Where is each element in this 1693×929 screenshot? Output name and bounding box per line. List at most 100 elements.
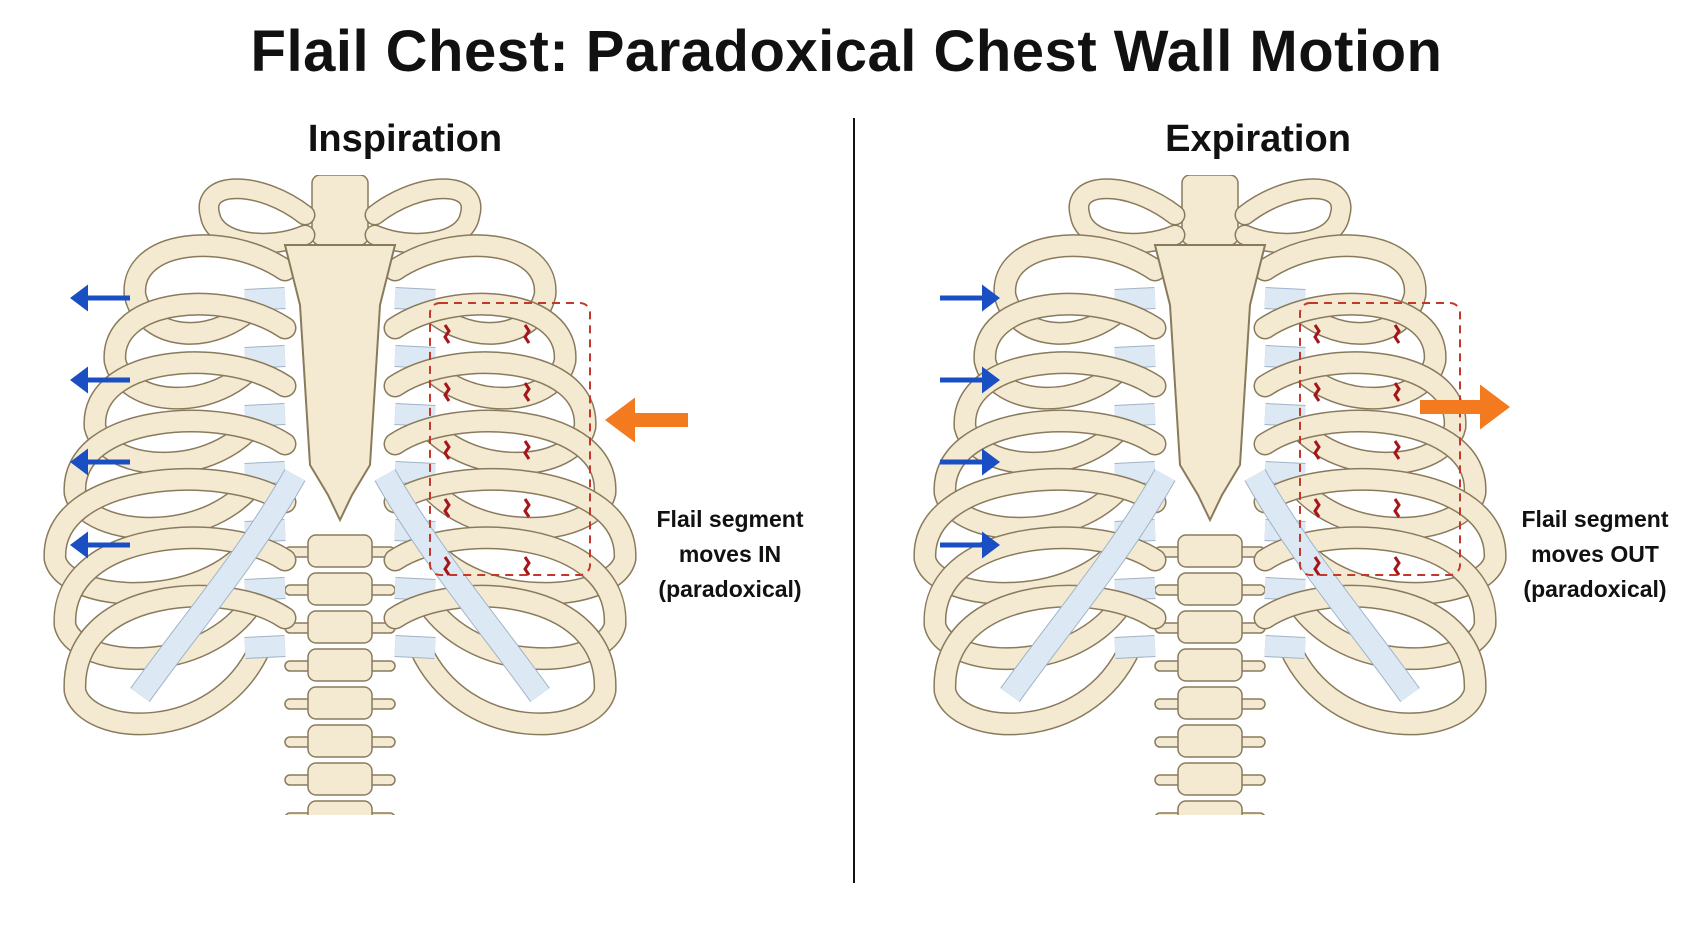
expiration-rib-left-3 (954, 352, 1165, 474)
expiration-rib-left-6 (924, 527, 1165, 669)
inspiration-fracture-mark-4-1 (443, 498, 451, 518)
expiration-first-rib-right (1236, 179, 1351, 253)
inspiration-rib-left-3 (84, 352, 295, 474)
expiration-fracture-mark-1-2 (1393, 324, 1401, 344)
inspiration-heading: Inspiration (307, 118, 503, 160)
expiration-vertebra (1177, 724, 1243, 758)
inspiration-caption-line-1: Flail segment (656, 506, 804, 532)
inspiration-vertebra (307, 724, 373, 758)
expiration-rib-left-4 (934, 411, 1165, 539)
expiration-chest-arrow-1-head (982, 284, 1000, 312)
expiration-costal-margin-left (1001, 469, 1175, 702)
inspiration-flail-arrow-head (605, 397, 635, 443)
expiration-rib-left-1 (994, 235, 1165, 344)
inspiration-costal-cartilage-left-1 (244, 288, 286, 310)
expiration-costal-cartilage-left-1 (1114, 288, 1156, 310)
diagram-title: Flail Chest: Paradoxical Chest Wall Moti… (250, 19, 1443, 84)
expiration-rib-left-2 (974, 294, 1165, 409)
expiration-rib-right-5 (1255, 469, 1506, 604)
expiration-rib-right-3 (1255, 352, 1466, 474)
inspiration-costal-cartilage-left-4 (244, 462, 286, 484)
expiration-costal-cartilage-left-4 (1114, 462, 1156, 484)
expiration-fracture-mark-5-1 (1313, 556, 1321, 576)
expiration-fracture-mark-2-2 (1393, 382, 1401, 402)
inspiration-vertebra (307, 686, 373, 720)
expiration-sternum (1153, 244, 1267, 523)
expiration-chest-arrow-2-head (982, 366, 1000, 394)
inspiration-fracture-mark-5-2 (523, 556, 531, 576)
inspiration-costal-cartilage-left-7 (244, 636, 286, 658)
expiration-fracture-mark-2-1 (1313, 382, 1321, 402)
inspiration-vertebra (307, 572, 373, 606)
expiration-flail-segment-box (1299, 302, 1461, 576)
inspiration-costal-cartilage-right-6 (394, 578, 436, 600)
expiration-caption-line-3: (paradoxical) (1523, 576, 1667, 602)
inspiration-rib-right-6 (385, 527, 626, 669)
expiration-rib-left-5 (914, 469, 1165, 604)
expiration-vertebra (1177, 762, 1243, 796)
expiration-fracture-mark-4-1 (1313, 498, 1321, 518)
inspiration-rib-right-4 (385, 411, 616, 539)
expiration-vertebra (1177, 800, 1243, 815)
expiration-fracture-mark-3-1 (1313, 440, 1321, 460)
inspiration-chest-arrow-3-head (70, 448, 88, 476)
expiration-first-rib-left (1069, 179, 1184, 253)
inspiration-first-rib-left (199, 179, 314, 253)
inspiration-fracture-mark-5-1 (443, 556, 451, 576)
inspiration-ribcage (43, 175, 688, 815)
expiration-rib-right-2 (1255, 294, 1446, 409)
expiration-costal-cartilage-left-7 (1114, 636, 1156, 658)
inspiration-chest-arrow-2-head (70, 366, 88, 394)
expiration-costal-cartilage-right-2 (1264, 346, 1306, 368)
inspiration-vertebra (307, 648, 373, 682)
expiration-fracture-mark-5-2 (1393, 556, 1401, 576)
expiration-vertebra (1177, 572, 1243, 606)
expiration-rib-right-1 (1255, 235, 1426, 344)
inspiration-rib-left-6 (54, 527, 295, 669)
inspiration-fracture-mark-2-1 (443, 382, 451, 402)
inspiration-fracture-mark-4-2 (523, 498, 531, 518)
inspiration-caption-line-2: moves IN (678, 541, 782, 567)
inspiration-rib-left-2 (104, 294, 295, 409)
inspiration-vertebra (307, 610, 373, 644)
inspiration-vertebra (307, 534, 373, 568)
inspiration-rib-right-1 (385, 235, 556, 344)
inspiration-costal-cartilage-left-6 (244, 578, 286, 600)
expiration-caption-line-1: Flail segment (1521, 506, 1669, 532)
inspiration-vertebra (307, 800, 373, 815)
expiration-caption: Flail segment moves OUT (paradoxical) (1505, 502, 1685, 607)
expiration-caption-line-2: moves OUT (1531, 541, 1659, 567)
inspiration-caption-line-3: (paradoxical) (658, 576, 802, 602)
inspiration-costal-cartilage-left-2 (244, 346, 286, 368)
expiration-rib-right-4 (1255, 411, 1486, 539)
expiration-vertebra (1177, 610, 1243, 644)
expiration-rib-right-6 (1255, 527, 1496, 669)
expiration-fracture-mark-4-2 (1393, 498, 1401, 518)
inspiration-fracture-mark-2-2 (523, 382, 531, 402)
expiration-upper-spine (1181, 175, 1239, 246)
expiration-costal-cartilage-right-1 (1264, 288, 1306, 310)
expiration-costal-margin-right (1245, 469, 1419, 702)
expiration-costal-cartilage-left-6 (1114, 578, 1156, 600)
inspiration-rib-left-4 (64, 411, 295, 539)
inspiration-rib-right-3 (385, 352, 596, 474)
expiration-costal-cartilage-right-6 (1264, 578, 1306, 600)
inspiration-rib-left-1 (124, 235, 295, 344)
inspiration-costal-cartilage-right-7 (394, 636, 436, 658)
expiration-ribcage (913, 175, 1510, 815)
inspiration-costal-cartilage-left-3 (244, 404, 286, 426)
expiration-vertebra (1177, 686, 1243, 720)
expiration-costal-cartilage-right-3 (1264, 404, 1306, 426)
inspiration-fracture-mark-1-1 (443, 324, 451, 344)
expiration-heading: Expiration (1165, 118, 1351, 160)
expiration-fracture-mark-1-1 (1313, 324, 1321, 344)
expiration-vertebra (1177, 648, 1243, 682)
expiration-costal-cartilage-left-2 (1114, 346, 1156, 368)
inspiration-rib-right-5 (385, 469, 636, 604)
inspiration-costal-cartilage-right-3 (394, 404, 436, 426)
inspiration-chest-arrow-4-head (70, 531, 88, 559)
inspiration-chest-arrow-1-head (70, 284, 88, 312)
inspiration-flail-segment-box (429, 302, 591, 576)
expiration-chest-arrow-4-head (982, 531, 1000, 559)
inspiration-cage-group (43, 175, 688, 815)
